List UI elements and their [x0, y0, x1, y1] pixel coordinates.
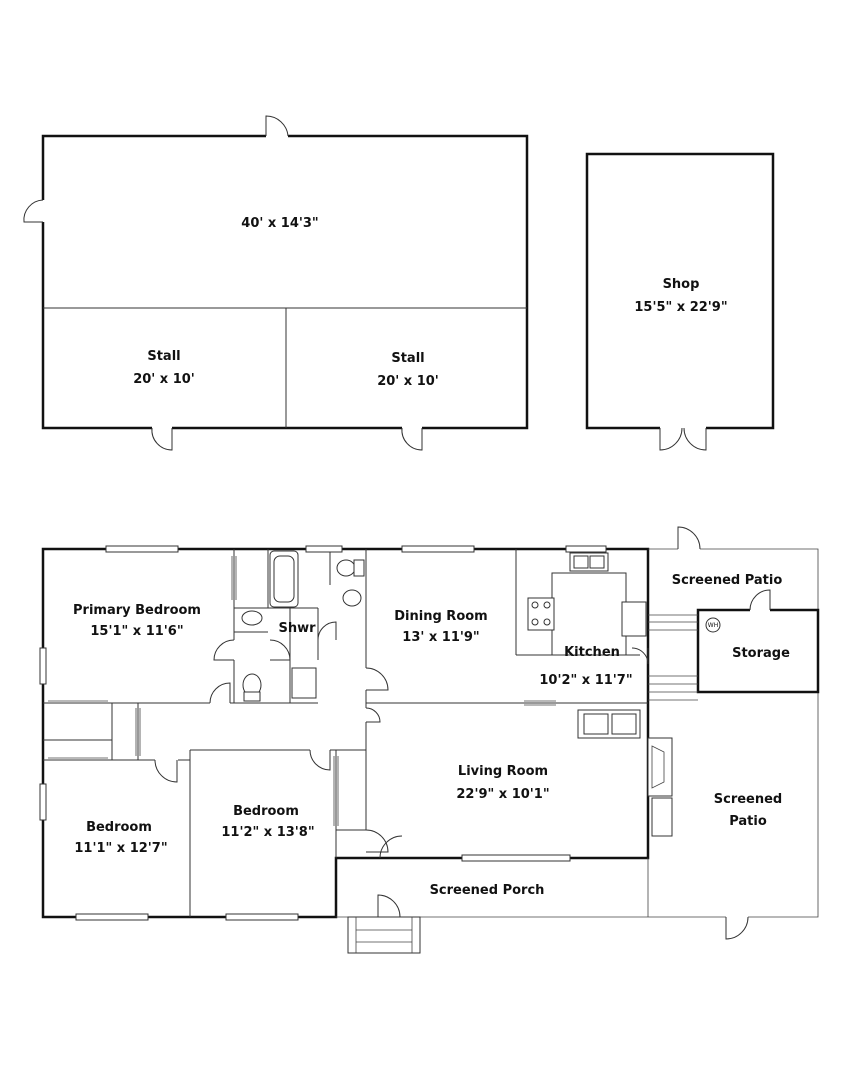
barn-outline	[41, 134, 529, 430]
porch-door	[377, 894, 401, 918]
bedroom-middle-dims: 11'2" x 13'8"	[221, 825, 314, 840]
interior-walls	[43, 549, 648, 917]
living-room-dims: 22'9" x 10'1"	[456, 787, 549, 802]
porch-steps	[347, 916, 421, 954]
house: WH	[39, 526, 820, 954]
stove	[527, 597, 555, 631]
shop-dims: 15'5" x 22'9"	[634, 300, 727, 315]
screened-patio-right-label-line1: Screened	[714, 792, 783, 807]
shop-label: Shop	[663, 277, 700, 292]
shop-building: Shop 15'5" x 22'9"	[585, 152, 775, 451]
toilet-2	[336, 559, 356, 577]
living-room-label: Living Room	[458, 764, 548, 779]
shower-label: Shwr	[278, 621, 316, 636]
storage-label: Storage	[732, 646, 790, 661]
barn-building: 40' x 14'3" Stall 20' x 10' Stall 20' x …	[23, 115, 529, 451]
bathroom-fixtures	[241, 550, 365, 702]
screened-patio-outline	[648, 548, 819, 918]
primary-bedroom-label: Primary Bedroom	[73, 603, 201, 618]
primary-bedroom-dims: 15'1" x 11'6"	[90, 624, 183, 639]
interior-doors	[154, 621, 649, 859]
refrigerator	[621, 601, 647, 637]
kitchen-fixtures	[527, 552, 647, 739]
bedroom-left-label: Bedroom	[86, 820, 152, 835]
water-heater-label: WH	[708, 622, 718, 629]
stall-right-door	[401, 426, 423, 451]
stall-left-label: Stall	[147, 349, 180, 364]
screened-patio-top-label: Screened Patio	[672, 573, 783, 588]
stall-left-door	[151, 426, 173, 451]
patio-top-door	[677, 526, 701, 551]
screened-porch-label: Screened Porch	[430, 883, 545, 898]
stall-left-dims: 20' x 10'	[133, 372, 195, 387]
sink-2	[342, 589, 362, 607]
kitchen-steps	[648, 614, 698, 701]
fireplace	[647, 737, 673, 837]
dining-room-label: Dining Room	[394, 609, 487, 624]
windows	[39, 545, 607, 921]
bedroom-left-dims: 11'1" x 12'7"	[74, 841, 167, 856]
water-heater: WH	[705, 617, 721, 633]
kitchen-counter	[551, 572, 627, 656]
kitchen-label: Kitchen	[564, 645, 620, 660]
barn-left-door	[23, 199, 45, 223]
barn-top-door	[265, 115, 289, 138]
sink	[241, 610, 263, 626]
stall-right-dims: 20' x 10'	[377, 374, 439, 389]
shop-double-door	[659, 426, 707, 451]
shower-stall	[291, 667, 317, 699]
stall-right-label: Stall	[391, 351, 424, 366]
bedroom-middle-label: Bedroom	[233, 804, 299, 819]
patio-bottom-door	[725, 915, 749, 940]
closet-doors	[48, 556, 556, 826]
barn-main-dims: 40' x 14'3"	[241, 216, 318, 231]
dining-room-dims: 13' x 11'9"	[402, 630, 479, 645]
storage-door	[749, 589, 771, 612]
screened-patio-right-label-line2: Patio	[729, 814, 767, 829]
kitchen-dims: 10'2" x 11'7"	[539, 673, 632, 688]
